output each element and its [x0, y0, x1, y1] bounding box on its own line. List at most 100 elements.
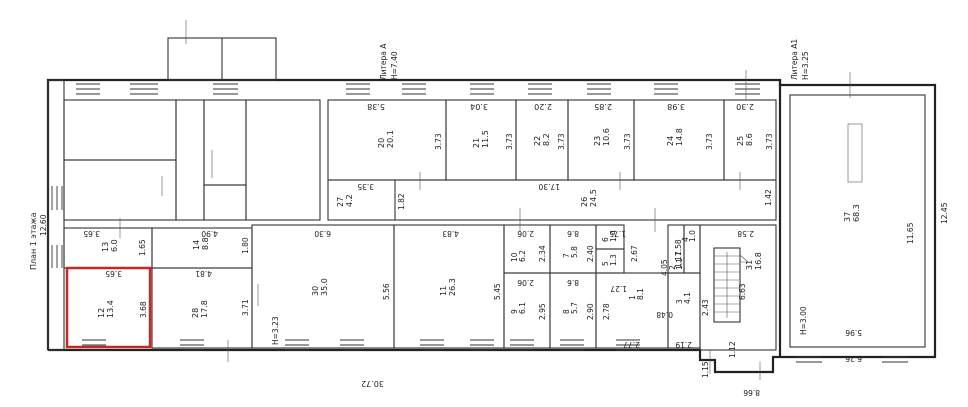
room-7[interactable]: 7 5.8 — [562, 246, 579, 258]
dim-room-25-height: 3.73 — [765, 133, 774, 150]
dim-4-05: 4.05 — [660, 259, 669, 276]
window-top-4 — [346, 83, 370, 95]
room-top-closet — [203, 184, 247, 221]
room-25[interactable]: 25 8.6 2.30 — [736, 102, 754, 146]
room-area: 13.4 — [106, 300, 115, 318]
room-number: 25 — [736, 136, 745, 146]
room-number: 37 — [843, 212, 852, 222]
room-3[interactable]: 3 4.1 — [675, 292, 692, 304]
window-top-5 — [402, 83, 426, 95]
room-area: 17.8 — [200, 300, 209, 318]
room-28[interactable]: 28 17.8 — [191, 300, 209, 318]
room-10[interactable]: 10 6.2 — [510, 250, 527, 262]
window-bottom-7 — [510, 339, 534, 351]
dim-room-20-height: 3.73 — [434, 133, 443, 150]
window-bottom-6 — [470, 339, 494, 351]
room-4[interactable]: 4 1.0 — [681, 230, 697, 242]
window-top-1 — [76, 83, 100, 95]
room-14[interactable]: 14 8.8 — [192, 237, 210, 250]
room-37[interactable]: 37 68.3 — [843, 204, 861, 222]
room-6[interactable]: 6 1.4 — [601, 230, 618, 242]
window-bottom-8 — [560, 339, 584, 351]
window-annex-2 — [882, 356, 908, 363]
room-area: 8.1 — [636, 288, 645, 300]
room-number: 27 — [336, 197, 345, 207]
dim-2-06-bottom: 2.06 — [517, 278, 534, 287]
room-8[interactable]: 8 5.7 — [562, 302, 579, 314]
dim-2-58: 2.58 — [737, 229, 754, 238]
room-area: 26.3 — [448, 278, 457, 296]
room-20[interactable]: 20 20.1 5.38 — [367, 102, 395, 148]
room-24[interactable]: 24 14.8 3.98 — [666, 102, 685, 146]
dim-2-90: 2.90 — [586, 303, 595, 320]
window-bottom-5 — [420, 339, 444, 351]
window-left-1 — [51, 186, 63, 210]
window-bottom-4 — [340, 339, 364, 351]
window-top-8 — [587, 83, 611, 95]
window-top-3 — [213, 83, 238, 95]
dim-1-58: 1.58 — [674, 239, 683, 256]
dim-3-71: 3.71 — [241, 299, 250, 316]
room-number: 2 — [668, 265, 677, 270]
outer-walls — [46, 37, 937, 374]
dim-4-90: 4.90 — [201, 229, 218, 238]
staircase — [713, 247, 749, 323]
room-top-mid — [245, 99, 321, 221]
room-30[interactable]: 30 35.0 — [311, 278, 329, 296]
room-number: 23 — [593, 136, 602, 146]
dim-2-78: 2.78 — [602, 303, 611, 320]
room-9[interactable]: 9 6.1 — [510, 302, 527, 314]
room-26[interactable]: 26 24.5 — [580, 189, 598, 207]
dim-room-23-height: 3.73 — [623, 133, 632, 150]
room-width: 2.85 — [594, 102, 612, 111]
room-area: 8.8 — [201, 237, 210, 250]
room-area: 20.1 — [386, 130, 395, 148]
dim-8-6-bottom: 8.6 — [567, 278, 579, 287]
room-31[interactable]: 31 16.8 — [745, 252, 763, 270]
room-5[interactable]: 5 1.3 — [601, 254, 618, 266]
room-width: 2.20 — [534, 102, 552, 111]
room-top-left-b — [63, 159, 177, 221]
room-number: 4 — [681, 237, 690, 242]
room-area: 16.8 — [754, 252, 763, 270]
dim-1-75: 1.75 — [609, 229, 626, 238]
room-23[interactable]: 23 10.6 2.85 — [593, 102, 612, 146]
window-top-10 — [735, 83, 760, 95]
room-27[interactable]: 27 4.2 — [336, 194, 354, 207]
room-number: 6 — [601, 237, 610, 242]
room-21[interactable]: 21 11.5 3.04 — [470, 102, 490, 148]
room-area: 14.8 — [675, 128, 684, 146]
windows — [51, 83, 908, 363]
dim-4-83: 4.83 — [442, 229, 459, 238]
dim-5-56: 5.56 — [382, 283, 391, 300]
room-number: 3 — [675, 299, 684, 304]
dim-2-06-top: 2.06 — [517, 229, 534, 238]
window-annex-1 — [796, 356, 822, 363]
room-31-walls — [699, 224, 777, 351]
room-22[interactable]: 22 8.2 2.20 — [533, 102, 552, 146]
dim-2-19: 2.19 — [675, 340, 692, 349]
window-top-6 — [470, 83, 494, 95]
room-top-narrow — [175, 99, 205, 221]
room-11[interactable]: 11 26.3 — [439, 278, 457, 296]
main-building-bottom-wall — [48, 348, 780, 374]
dimension-ticks — [119, 20, 851, 380]
dim-8-66: 8.66 — [743, 388, 760, 397]
room-1[interactable]: 1 8.1 — [628, 288, 645, 300]
room-12[interactable]: 12 13.4 — [97, 300, 115, 318]
room-area: 6.2 — [518, 250, 527, 262]
height-left-label: H=3.23 — [271, 316, 280, 345]
room-13[interactable]: 13 6.0 — [101, 239, 119, 252]
window-top-7 — [528, 83, 552, 95]
dim-2-40: 2.40 — [586, 245, 595, 262]
room-area: 11.5 — [481, 130, 490, 148]
room-area: 4.2 — [345, 194, 354, 207]
dim-3-68: 3.68 — [139, 301, 148, 318]
dim-2-77: 2.77 — [623, 340, 640, 349]
room-2[interactable]: 2 1.1 — [668, 258, 684, 270]
selected-room-highlight[interactable] — [65, 266, 152, 349]
room-top-left-a — [63, 99, 177, 161]
room-area: 24.5 — [589, 189, 598, 207]
room-number: 22 — [533, 136, 542, 146]
